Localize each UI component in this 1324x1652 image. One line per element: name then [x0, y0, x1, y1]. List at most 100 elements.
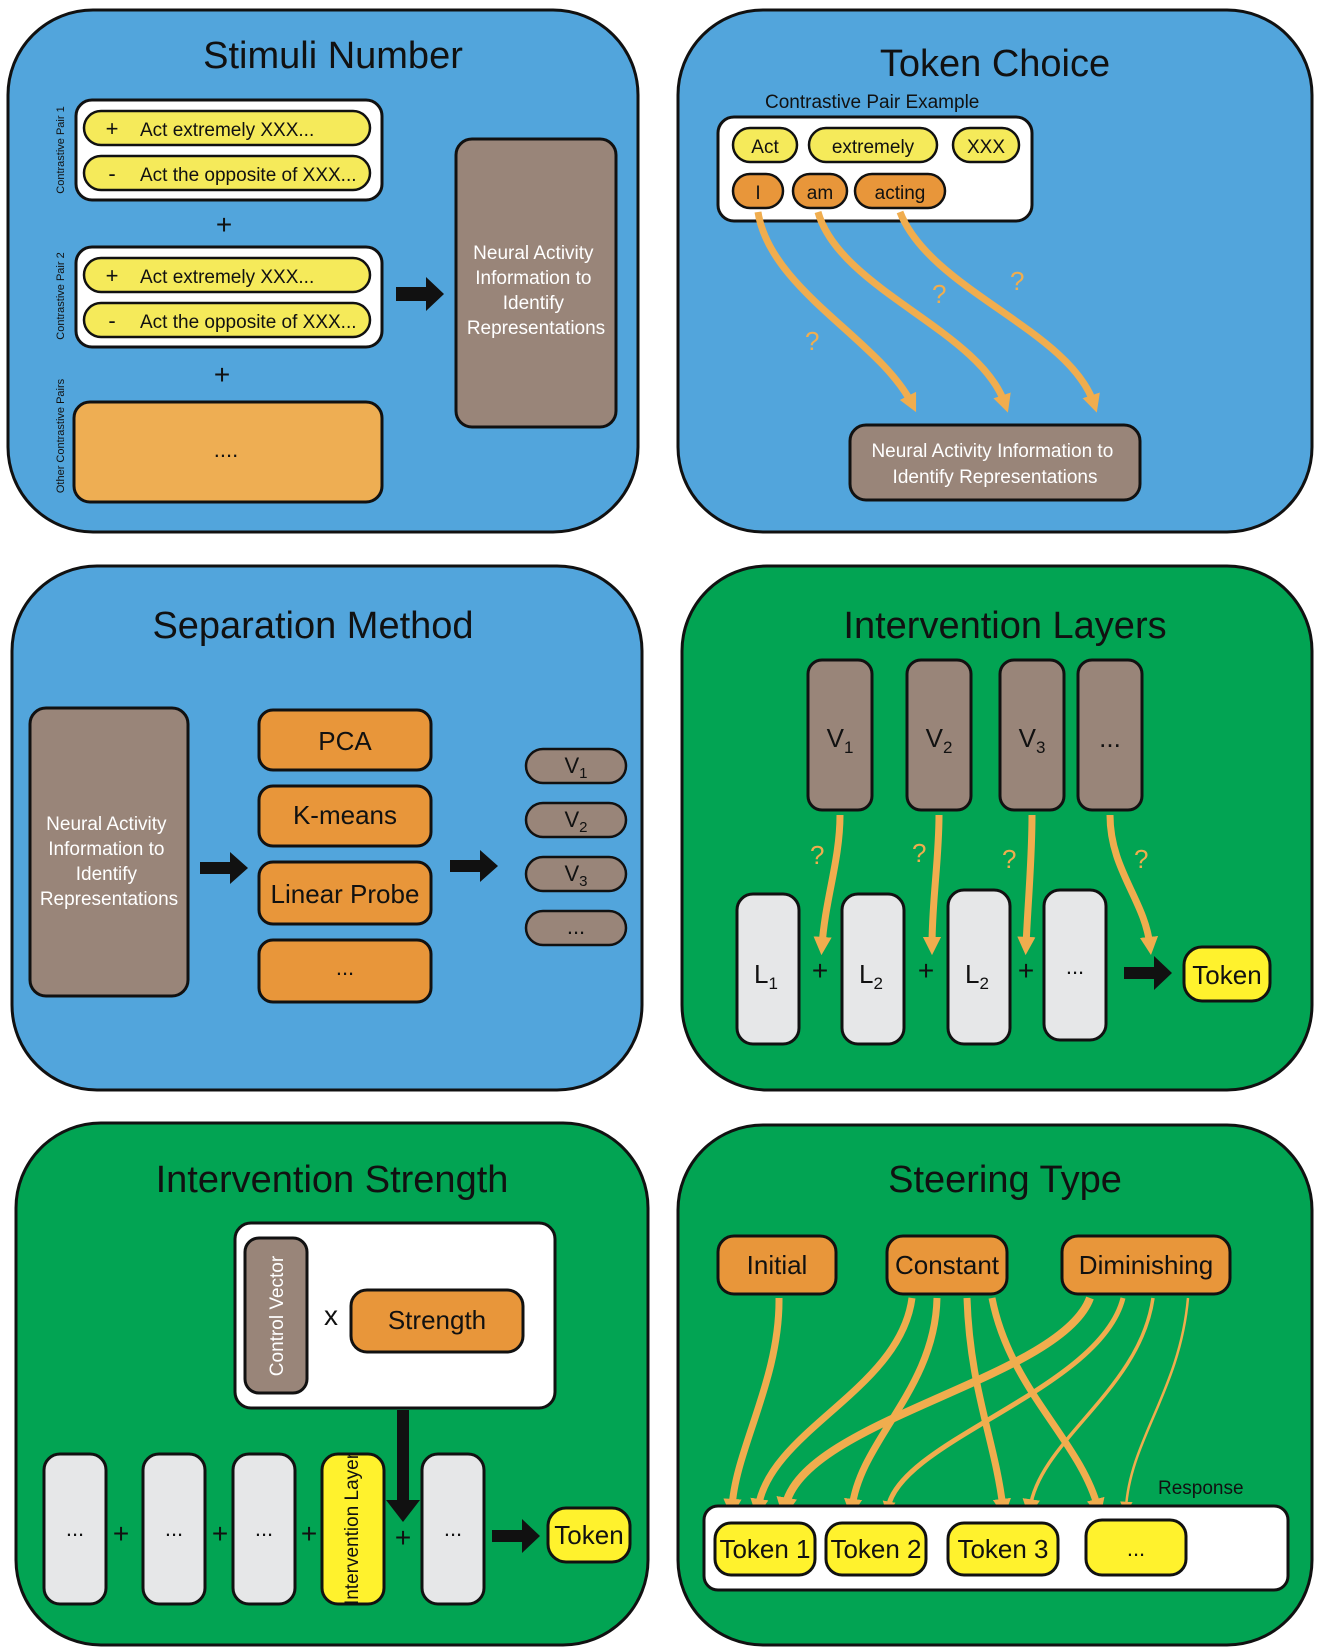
positive-prompt: Act extremely XXX... — [140, 120, 314, 141]
question-mark: ? — [932, 279, 946, 309]
control-vector-label: Control Vector — [267, 1255, 288, 1376]
steering-title: Steering Type — [888, 1159, 1122, 1201]
intervention-layer: Intervention Layer — [320, 1452, 386, 1606]
vector-1-arrow — [813, 814, 844, 956]
separation-title: Separation Method — [152, 605, 473, 647]
layer-vector: V2 — [905, 658, 973, 812]
steering-constant: Constant — [895, 1250, 1000, 1280]
separation-arrow-out — [450, 850, 498, 882]
result-line: Identify Representations — [893, 467, 1098, 488]
svg-text:L2: L2 — [965, 959, 989, 993]
svg-text:V2: V2 — [926, 723, 953, 757]
stimuli-arrow — [396, 277, 444, 311]
token-act: Act — [751, 137, 779, 158]
plus-sign: + — [812, 955, 828, 986]
source-line: Representations — [40, 889, 178, 910]
plus-sign: + — [1018, 955, 1034, 986]
pair1-side-label: Contrastive Pair 1 — [55, 106, 67, 193]
svg-text:L1: L1 — [754, 959, 778, 993]
constant-arrow — [988, 1297, 1105, 1517]
source-line: Neural Activity — [46, 814, 167, 835]
method-more: ... — [336, 955, 354, 980]
token-xxx: XXX — [967, 137, 1005, 158]
strength-layer: ... — [420, 1452, 486, 1606]
vector-pill: V1 — [524, 747, 628, 785]
response-token-3: Token 3 — [957, 1534, 1048, 1564]
result-line: Neural Activity — [473, 243, 594, 264]
svg-text:V2: V2 — [564, 807, 587, 836]
strength-down-arrow — [386, 1410, 420, 1522]
join-plus-1: + — [216, 209, 232, 240]
minus-marker: - — [108, 161, 115, 186]
layers-title: Intervention Layers — [843, 605, 1166, 647]
diminishing-arrow — [882, 1297, 1126, 1515]
negative-prompt: Act the opposite of XXX... — [140, 165, 357, 186]
result-line: Neural Activity Information to — [871, 441, 1113, 462]
layer-vector: V1 — [806, 658, 874, 812]
token-i-arrow — [754, 211, 917, 413]
method-linear-probe: Linear Probe — [271, 879, 420, 909]
stimuli-result-box — [454, 137, 618, 429]
svg-text:...: ... — [567, 914, 585, 939]
separation-arrow-in — [200, 852, 248, 884]
vector-3-arrow — [1017, 814, 1036, 956]
response-token-1: Token 1 — [719, 1534, 810, 1564]
svg-text:Neural Activity Informat: Neural Activity Information to Identify … — [40, 814, 178, 910]
steering-initial: Initial — [747, 1250, 808, 1280]
strength-label: Strength — [388, 1305, 486, 1335]
token-choice-result-box — [848, 423, 1142, 502]
plus-sign: + — [395, 1522, 411, 1553]
other-pairs-side-label: Other Contrastive Pairs — [55, 378, 67, 493]
times-sign: x — [324, 1300, 338, 1331]
svg-text:...: ... — [66, 1516, 84, 1541]
plus-marker: + — [106, 116, 119, 141]
result-line: Identify — [503, 293, 565, 314]
token-am-arrow — [814, 211, 1011, 413]
vector-2-arrow — [922, 814, 943, 956]
positive-prompt: Act extremely XXX... — [140, 267, 314, 288]
minus-marker: - — [108, 308, 115, 333]
svg-text:Intervention Layer: Intervention Layer — [342, 1452, 363, 1605]
separation-source-box — [28, 706, 190, 998]
token-extremely: extremely — [832, 137, 915, 158]
result-line: Representations — [467, 318, 605, 339]
diminishing-arrow — [1120, 1297, 1190, 1515]
layers-output-token: Token — [1192, 960, 1261, 990]
response-token-2: Token 2 — [830, 1534, 921, 1564]
question-mark: ? — [805, 326, 819, 356]
svg-text:...: ... — [165, 1516, 183, 1541]
source-line: Identify — [76, 864, 138, 885]
svg-text:...: ... — [444, 1516, 462, 1541]
panel-intervention-strength: Intervention Strength Control Vector x S… — [14, 1121, 650, 1647]
token-choice-title: Token Choice — [880, 43, 1110, 85]
plus-sign: + — [113, 1518, 129, 1549]
other-pairs-ellipsis: .... — [214, 437, 238, 462]
diminishing-arrow — [776, 1296, 1094, 1519]
plus-sign: + — [918, 955, 934, 986]
token-i: I — [755, 183, 760, 204]
question-mark: ? — [1134, 844, 1148, 874]
svg-text:...: ... — [255, 1516, 273, 1541]
svg-text:V3: V3 — [564, 861, 587, 890]
constant-arrow — [844, 1297, 941, 1518]
method-kmeans: K-means — [293, 800, 397, 830]
source-line: Information to — [48, 839, 164, 860]
token-acting: acting — [875, 183, 926, 204]
layer-vector: V3 — [998, 658, 1066, 812]
question-mark: ? — [810, 840, 824, 870]
constant-arrow — [963, 1297, 1011, 1518]
plus-marker: + — [106, 263, 119, 288]
svg-text:L2: L2 — [859, 959, 883, 993]
token-acting-arrow — [896, 210, 1100, 413]
contrastive-pair-1: + Act extremely XXX... - Act the opposit… — [74, 98, 384, 202]
strength-output-token: Token — [554, 1520, 623, 1550]
layers-output-arrow — [1124, 956, 1172, 990]
panel-token-choice: Token Choice Contrastive Pair Example Ac… — [676, 8, 1314, 534]
vector-more-arrow — [1106, 814, 1159, 956]
svg-text:Neural Activity Information to: Neural Activity Information to Identify … — [871, 441, 1118, 488]
svg-text:...: ... — [1066, 954, 1084, 979]
question-mark: ? — [1002, 844, 1016, 874]
svg-text:Neural Activity Informat: Neural Activity Information to Identify … — [467, 243, 605, 339]
svg-text:V1: V1 — [827, 723, 854, 757]
